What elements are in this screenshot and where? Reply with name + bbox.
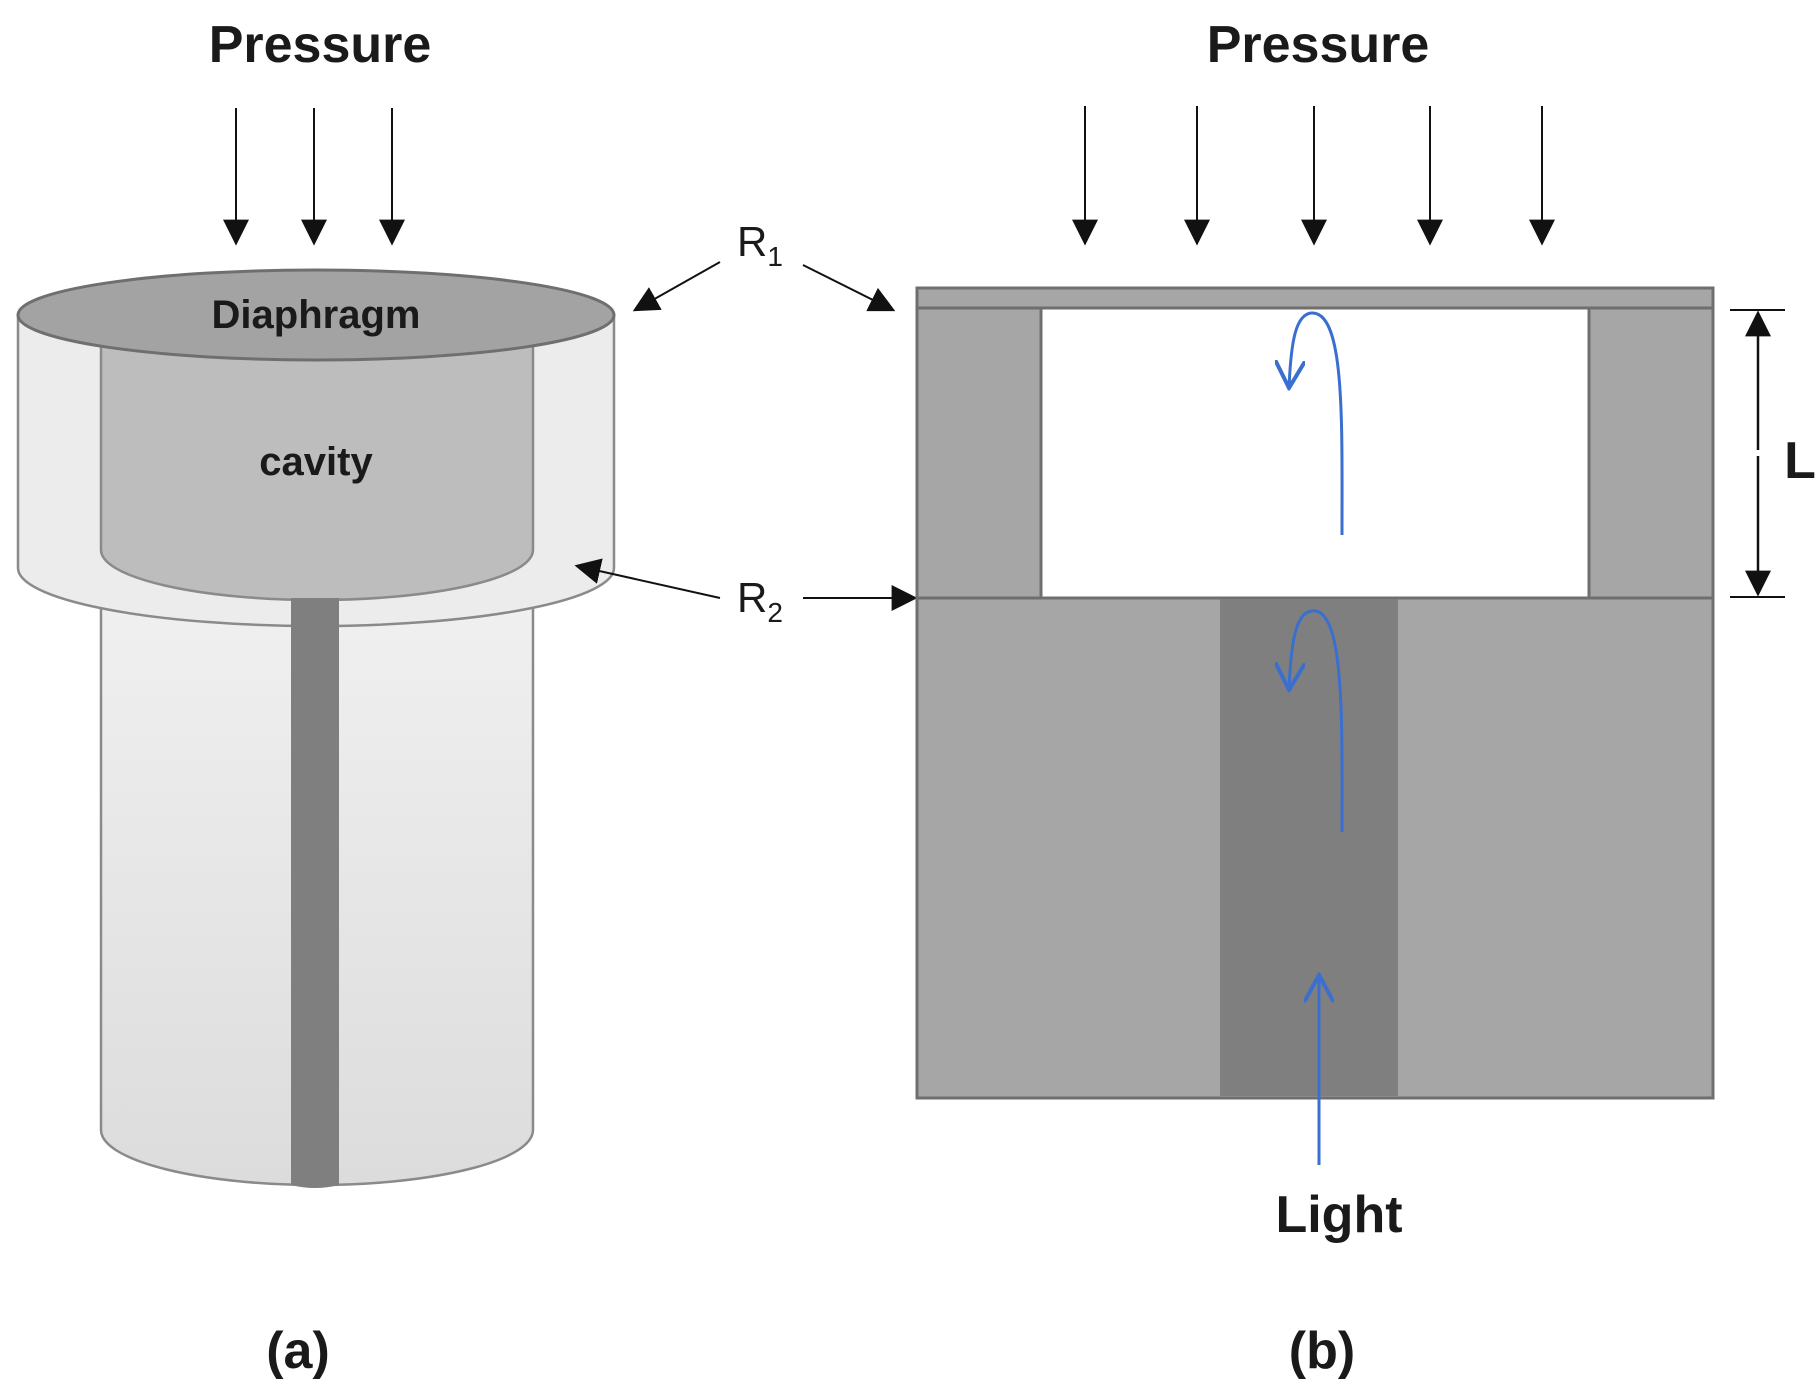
r1-label: R1 [737,218,783,272]
panel-a-caption: (a) [266,1322,330,1380]
diaphragm [16,268,616,362]
left-wall [915,306,1043,600]
cavity-length-label: L [1784,432,1816,490]
diaphragm-label: Diaphragm [212,293,421,337]
right-wall [1587,306,1715,600]
fiber-core [291,598,339,1188]
panel-b: Pressure L Light [915,16,1816,1380]
cavity-length-dimension [1730,309,1785,598]
panel-b-pressure-arrows [1072,106,1555,246]
reflected-ray-r1 [1289,311,1344,536]
cavity-label: cavity [259,440,373,484]
panel-a-pressure-arrows [223,108,405,246]
panel-a-pressure-label: Pressure [209,16,432,74]
reflected-ray-r2 [1289,609,1344,833]
panel-b-caption: (b) [1289,1322,1355,1380]
r1-arrow-to-b [802,264,896,312]
diaphragm-layer [915,286,1715,310]
panel-a: Pressure Diaphragm cavity (a) [16,16,616,1380]
air-cavity [1039,306,1591,600]
reflector-labels: R1 R2 [574,218,918,628]
panel-b-pressure-label: Pressure [1207,16,1430,74]
r2-label: R2 [737,574,783,628]
r1-arrow-to-a [632,261,721,312]
r2-arrow-to-a [574,558,721,599]
light-label: Light [1275,1186,1402,1244]
fiber-core-section [1220,599,1398,1096]
